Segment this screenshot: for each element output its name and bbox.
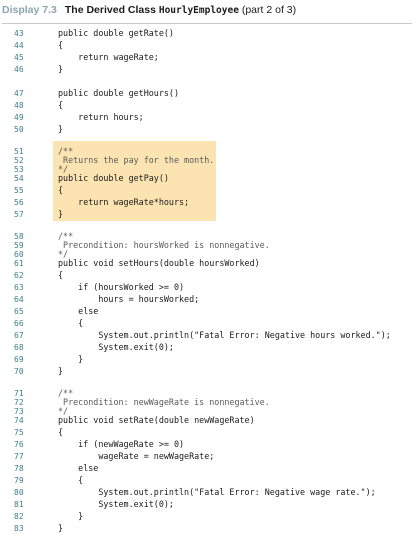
- line-number: 76: [14, 440, 24, 449]
- line-number: 63: [14, 283, 24, 292]
- code-text: }: [58, 209, 64, 219]
- code-text: {: [58, 40, 64, 50]
- code-text: if (hoursWorked >= 0): [58, 282, 185, 292]
- code-text: }: [58, 523, 64, 533]
- code-text: public double getHours(): [58, 88, 180, 98]
- line-number: 52: [14, 156, 24, 165]
- code-comment: Returns the pay for the month.: [58, 155, 215, 165]
- line-number: 77: [14, 452, 24, 461]
- code-comment: /**: [58, 388, 74, 398]
- code-text: else: [58, 306, 99, 316]
- line-number: 57: [14, 210, 24, 219]
- code-text: {: [58, 318, 84, 328]
- line-number: 58: [14, 232, 24, 241]
- code-comment: Precondition: hoursWorked is nonnegative…: [58, 240, 270, 250]
- line-number: 43: [14, 29, 24, 38]
- code-text: System.out.println("Fatal Error: Negativ…: [58, 330, 391, 340]
- line-number: 64: [14, 295, 24, 304]
- code-text: public double getRate(): [58, 28, 174, 38]
- code-comment: */: [58, 249, 69, 259]
- line-number: 74: [14, 416, 24, 425]
- code-text: if (newWageRate >= 0): [58, 439, 185, 449]
- code-text: }: [58, 366, 64, 376]
- line-number: 79: [14, 476, 24, 485]
- line-number: 61: [14, 259, 24, 268]
- code-text: System.out.println("Fatal Error: Negativ…: [58, 487, 376, 497]
- line-number: 83: [14, 524, 24, 533]
- code-text: System.exit(0);: [58, 342, 174, 352]
- code-text: return wageRate;: [58, 52, 159, 62]
- code-comment: Precondition: newWageRate is nonnegative…: [58, 397, 270, 407]
- line-number: 59: [14, 241, 24, 250]
- line-number: 50: [14, 125, 24, 134]
- line-number: 75: [14, 428, 24, 437]
- code-comment: */: [58, 406, 69, 416]
- line-number: 44: [14, 41, 24, 50]
- display-part: (part 2 of 3): [241, 4, 297, 16]
- code-text: {: [58, 475, 84, 485]
- code-comment: /**: [58, 146, 74, 156]
- code-text: }: [58, 511, 84, 521]
- line-number: 49: [14, 113, 24, 122]
- line-number: 62: [14, 271, 24, 280]
- code-text: {: [58, 427, 64, 437]
- code-text: public void setRate(double newWageRate): [58, 415, 255, 425]
- line-number: 72: [14, 398, 24, 407]
- code-text: {: [58, 100, 64, 110]
- display-class-name: HourlyEmployee: [158, 5, 239, 16]
- line-number: 73: [14, 407, 24, 416]
- line-number: 81: [14, 500, 24, 509]
- code-text: {: [58, 185, 64, 195]
- line-number: 65: [14, 307, 24, 316]
- line-number: 51: [14, 147, 24, 156]
- line-number: 56: [14, 198, 24, 207]
- code-text: else: [58, 463, 99, 473]
- line-number: 53: [14, 165, 24, 174]
- line-number: 67: [14, 331, 24, 340]
- line-number: 78: [14, 464, 24, 473]
- getpay-highlight: [53, 141, 216, 221]
- line-number: 46: [14, 65, 24, 74]
- code-text: {: [58, 270, 64, 280]
- code-text: }: [58, 64, 64, 74]
- line-number: 55: [14, 186, 24, 195]
- code-text: return wageRate*hours;: [58, 197, 190, 207]
- code-comment: */: [58, 164, 69, 174]
- line-number: 60: [14, 250, 24, 259]
- code-text: }: [58, 354, 84, 364]
- line-number: 80: [14, 488, 24, 497]
- code-text: }: [58, 124, 64, 134]
- display-title: The Derived Class: [64, 4, 156, 16]
- line-number: 70: [14, 367, 24, 376]
- line-number: 66: [14, 319, 24, 328]
- line-number: 71: [14, 389, 24, 398]
- line-number: 54: [14, 174, 24, 183]
- code-text: public double getPay(): [58, 173, 169, 183]
- line-number: 47: [14, 89, 24, 98]
- line-number: 69: [14, 355, 24, 364]
- line-number: 48: [14, 101, 24, 110]
- display-number: Display 7.3: [2, 4, 57, 16]
- code-text: wageRate = newWageRate;: [58, 451, 215, 461]
- code-comment: /**: [58, 231, 74, 241]
- code-text: return hours;: [58, 112, 144, 122]
- line-number: 45: [14, 53, 24, 62]
- display-header: Display 7.3 The Derived Class HourlyEmplo…: [2, 1, 412, 24]
- code-text: System.exit(0);: [58, 499, 174, 509]
- line-number: 68: [14, 343, 24, 352]
- code-text: public void setHours(double hoursWorked): [58, 258, 260, 268]
- line-number: 82: [14, 512, 24, 521]
- code-text: hours = hoursWorked;: [58, 294, 200, 304]
